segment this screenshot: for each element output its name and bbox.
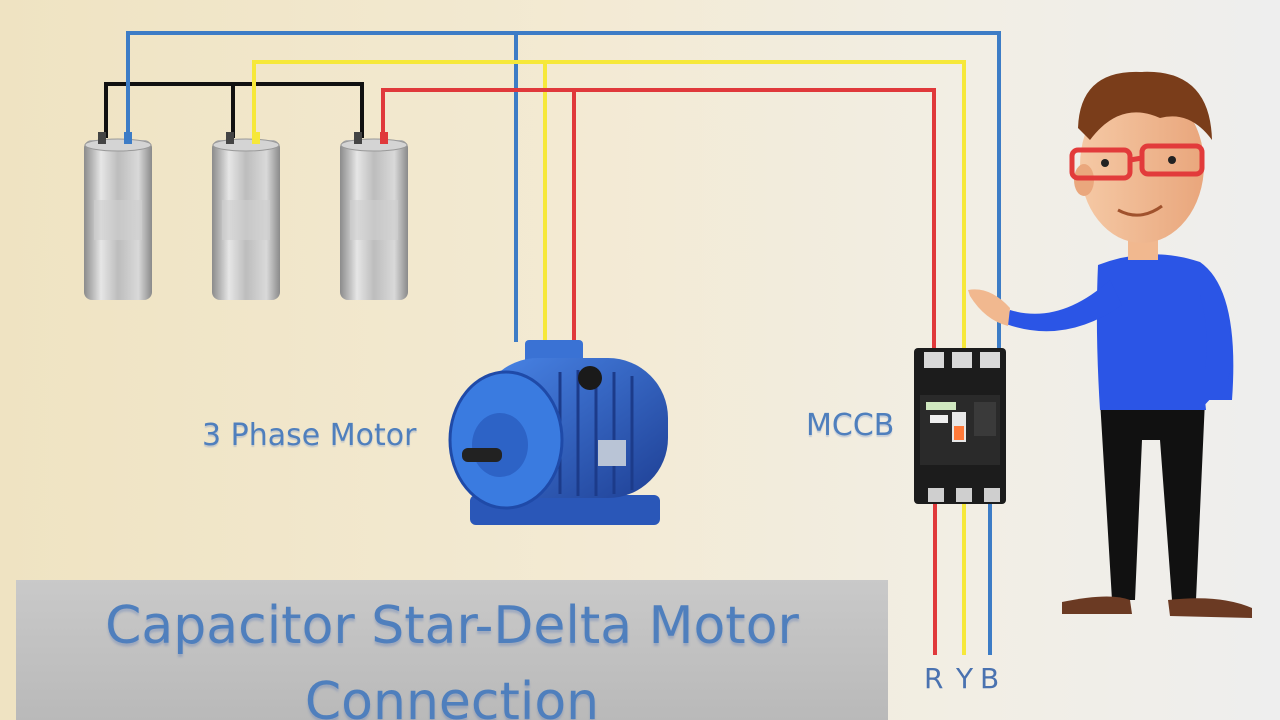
title-line-2: Connection bbox=[304, 672, 600, 720]
yellow-wire bbox=[252, 60, 966, 655]
title-line-1: Capacitor Star-Delta Motor bbox=[105, 596, 799, 656]
capacitor-3 bbox=[340, 132, 408, 300]
red-wire bbox=[381, 88, 937, 655]
capacitor-2 bbox=[212, 132, 280, 300]
black-star-wire bbox=[104, 82, 364, 138]
capacitor-1 bbox=[84, 132, 152, 300]
phase-label-r: R bbox=[924, 662, 944, 695]
three-phase-motor-icon bbox=[448, 340, 668, 525]
page-title: Capacitor Star-Delta Motor Connection bbox=[16, 588, 888, 720]
title-banner: Capacitor Star-Delta Motor Connection bbox=[16, 580, 888, 720]
mccb-breaker-icon bbox=[914, 348, 1006, 504]
presenter-character-icon bbox=[968, 71, 1252, 618]
phase-label-y: Y bbox=[956, 662, 974, 695]
mccb-label: MCCB bbox=[806, 408, 895, 443]
motor-label: 3 Phase Motor bbox=[202, 418, 417, 453]
phase-label-b: B bbox=[980, 662, 1000, 695]
blue-wire bbox=[126, 31, 1001, 655]
